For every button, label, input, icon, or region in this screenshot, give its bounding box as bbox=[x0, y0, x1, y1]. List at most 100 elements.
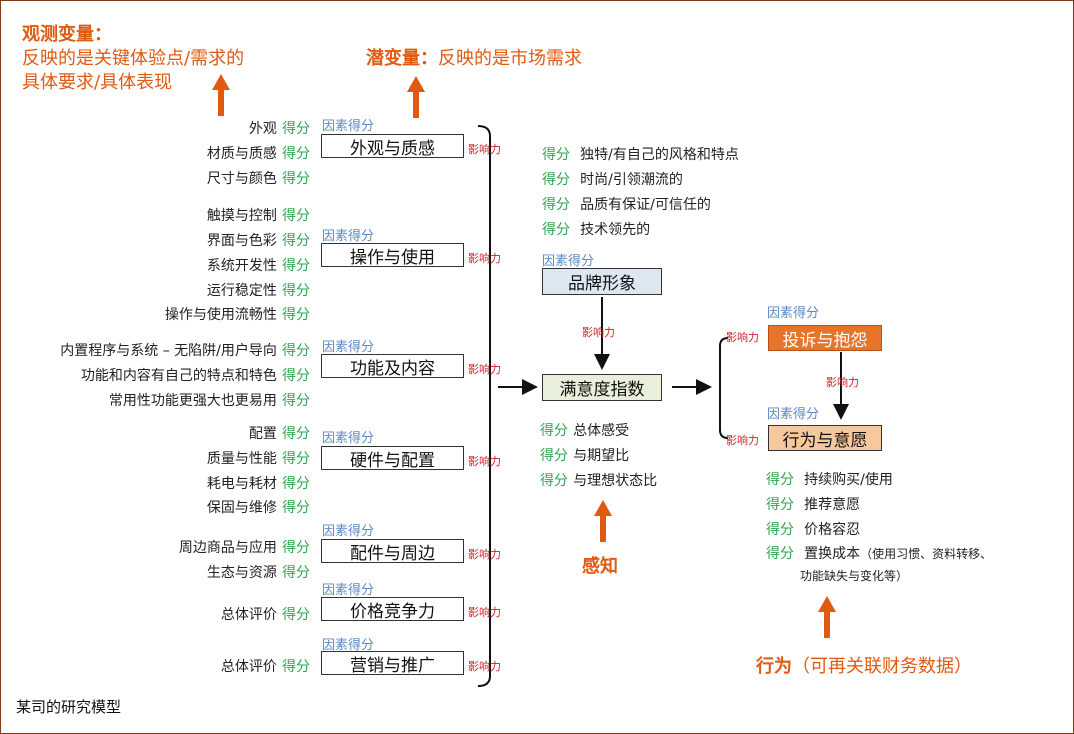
observed-item: 总体评价 得分 bbox=[221, 604, 310, 624]
observed-item-label: 总体评价 bbox=[220, 607, 277, 623]
observed-item-label: 外观 bbox=[248, 121, 277, 137]
observed-item-score-label: 得分 bbox=[282, 233, 310, 249]
factor-influence-label: 影响力 bbox=[468, 660, 501, 673]
observed-item-score-label: 得分 bbox=[282, 565, 310, 581]
brand-factor-score: 因素得分 bbox=[542, 254, 595, 269]
factor-influence-label: 影响力 bbox=[468, 143, 501, 156]
behavior-header: 行为（可再关联财务数据） bbox=[756, 652, 972, 678]
satisfaction-index-box: 满意度指数 bbox=[542, 374, 662, 401]
brand-item: 得分 技术领先的 bbox=[542, 222, 651, 238]
observed-item-score-label: 得分 bbox=[282, 659, 310, 675]
factor-box: 硬件与配置 bbox=[321, 446, 464, 471]
brand-item: 得分 品质有保证/可信任的 bbox=[542, 197, 711, 213]
brand-image-box: 品牌形象 bbox=[542, 268, 662, 295]
outcome-bracket bbox=[719, 337, 729, 439]
satisfaction-item: 得分 与理想状态比 bbox=[540, 473, 658, 489]
observed-item: 功能和内容有自己的特点和特色 得分 bbox=[81, 365, 310, 385]
observed-item-label: 界面与色彩 bbox=[206, 233, 277, 249]
satisfaction-item: 得分 总体感受 bbox=[540, 423, 630, 439]
observed-item-label: 尺寸与颜色 bbox=[206, 171, 277, 187]
observed-item-label: 触摸与控制 bbox=[206, 208, 277, 224]
factor-score-label: 因素得分 bbox=[322, 431, 375, 446]
observed-item-label: 常用性功能更强大也更易用 bbox=[108, 393, 277, 409]
observed-item: 操作与使用流畅性 得分 bbox=[165, 304, 310, 324]
behavior-influence: 影响力 bbox=[726, 434, 759, 447]
factor-influence-label: 影响力 bbox=[468, 606, 501, 619]
observed-item-score-label: 得分 bbox=[282, 451, 310, 467]
factor-box: 配件与周边 bbox=[321, 539, 464, 564]
complaint-factor-score: 因素得分 bbox=[767, 306, 820, 321]
observed-item-label: 周边商品与应用 bbox=[178, 540, 277, 556]
observed-item-label: 总体评价 bbox=[220, 659, 277, 675]
observed-item-score-label: 得分 bbox=[282, 146, 310, 162]
observed-item-label: 内置程序与系统 – 无陷阱/用户导向 bbox=[60, 343, 277, 359]
observed-item: 周边商品与应用 得分 bbox=[179, 537, 310, 557]
observed-item: 运行稳定性 得分 bbox=[207, 280, 310, 300]
observed-item: 生态与资源 得分 bbox=[207, 562, 310, 582]
observed-item-label: 质量与性能 bbox=[206, 451, 277, 467]
behavior-factor-score: 因素得分 bbox=[767, 407, 820, 422]
observed-item-label: 配置 bbox=[248, 426, 277, 442]
factor-score-label: 因素得分 bbox=[322, 340, 375, 355]
observed-item: 材质与质感 得分 bbox=[207, 143, 310, 163]
brand-item: 得分 独特/有自己的风格和特点 bbox=[542, 147, 739, 163]
orange-arrow-behavior bbox=[818, 596, 836, 638]
observed-item-label: 操作与使用流畅性 bbox=[164, 307, 277, 323]
observed-desc-line1: 反映的是关键体验点/需求的 bbox=[22, 48, 245, 69]
factor-box: 营销与推广 bbox=[321, 651, 464, 676]
observed-item-score-label: 得分 bbox=[282, 307, 310, 323]
observed-item: 常用性功能更强大也更易用 得分 bbox=[109, 390, 310, 410]
latent-desc: 反映的是市场需求 bbox=[438, 48, 582, 69]
observed-item: 系统开发性 得分 bbox=[207, 255, 310, 275]
satisfaction-item: 得分 与期望比 bbox=[540, 448, 630, 464]
factor-box: 功能及内容 bbox=[321, 354, 464, 379]
factor-influence-label: 影响力 bbox=[468, 548, 501, 561]
factor-score-label: 因素得分 bbox=[322, 119, 375, 134]
observed-item-score-label: 得分 bbox=[282, 476, 310, 492]
complaint-box: 投诉与抱怨 bbox=[768, 325, 882, 351]
latent-title: 潜变量： bbox=[366, 48, 438, 69]
behavior-intention-box: 行为与意愿 bbox=[768, 425, 882, 451]
observed-item-score-label: 得分 bbox=[282, 500, 310, 516]
observed-item-label: 材质与质感 bbox=[206, 146, 277, 162]
observed-title: 观测变量： bbox=[22, 24, 112, 45]
observed-item-score-label: 得分 bbox=[282, 208, 310, 224]
observed-item: 界面与色彩 得分 bbox=[207, 230, 310, 250]
observed-item-label: 运行稳定性 bbox=[206, 283, 277, 299]
observed-item-score-label: 得分 bbox=[282, 607, 310, 623]
observed-item: 尺寸与颜色 得分 bbox=[207, 168, 310, 188]
factor-score-label: 因素得分 bbox=[322, 638, 375, 653]
observed-item-label: 生态与资源 bbox=[206, 565, 277, 581]
observed-desc-line2: 具体要求/具体表现 bbox=[22, 72, 173, 93]
perception-label: 感知 bbox=[582, 556, 618, 577]
orange-arrow-latent bbox=[407, 76, 425, 118]
factor-bracket bbox=[477, 125, 491, 687]
observed-item: 保固与维修 得分 bbox=[207, 497, 310, 517]
caption: 某司的研究模型 bbox=[16, 698, 122, 716]
observed-item-score-label: 得分 bbox=[282, 258, 310, 274]
orange-arrow-observed bbox=[212, 74, 230, 116]
observed-item-label: 功能和内容有自己的特点和特色 bbox=[80, 368, 277, 384]
factor-score-label: 因素得分 bbox=[322, 524, 375, 539]
observed-item-score-label: 得分 bbox=[282, 343, 310, 359]
observed-item: 配置 得分 bbox=[249, 423, 310, 443]
factor-influence-label: 影响力 bbox=[468, 363, 501, 376]
observed-item-score-label: 得分 bbox=[282, 540, 310, 556]
brand-influence: 影响力 bbox=[582, 326, 615, 339]
behavior-note: （可再关联财务数据） bbox=[792, 656, 972, 677]
observed-item: 总体评价 得分 bbox=[221, 656, 310, 676]
factor-influence-label: 影响力 bbox=[468, 455, 501, 468]
behavior-item: 得分 持续购买/使用 bbox=[766, 472, 893, 488]
latent-header: 潜变量：反映的是市场需求 bbox=[366, 44, 582, 70]
behavior-note-line2: 功能缺失与变化等） bbox=[800, 569, 909, 583]
behavior-label: 行为 bbox=[756, 656, 792, 677]
observed-item-label: 系统开发性 bbox=[206, 258, 277, 274]
factor-box: 价格竞争力 bbox=[321, 597, 464, 622]
observed-item-score-label: 得分 bbox=[282, 121, 310, 137]
behavior-item: 得分 推荐意愿 bbox=[766, 497, 861, 513]
factor-score-label: 因素得分 bbox=[322, 229, 375, 244]
observed-item: 耗电与耗材 得分 bbox=[207, 473, 310, 493]
complaint-to-behavior-influence: 影响力 bbox=[826, 376, 859, 389]
behavior-item: 得分 置换成本（使用习惯、资料转移、 bbox=[766, 546, 993, 562]
